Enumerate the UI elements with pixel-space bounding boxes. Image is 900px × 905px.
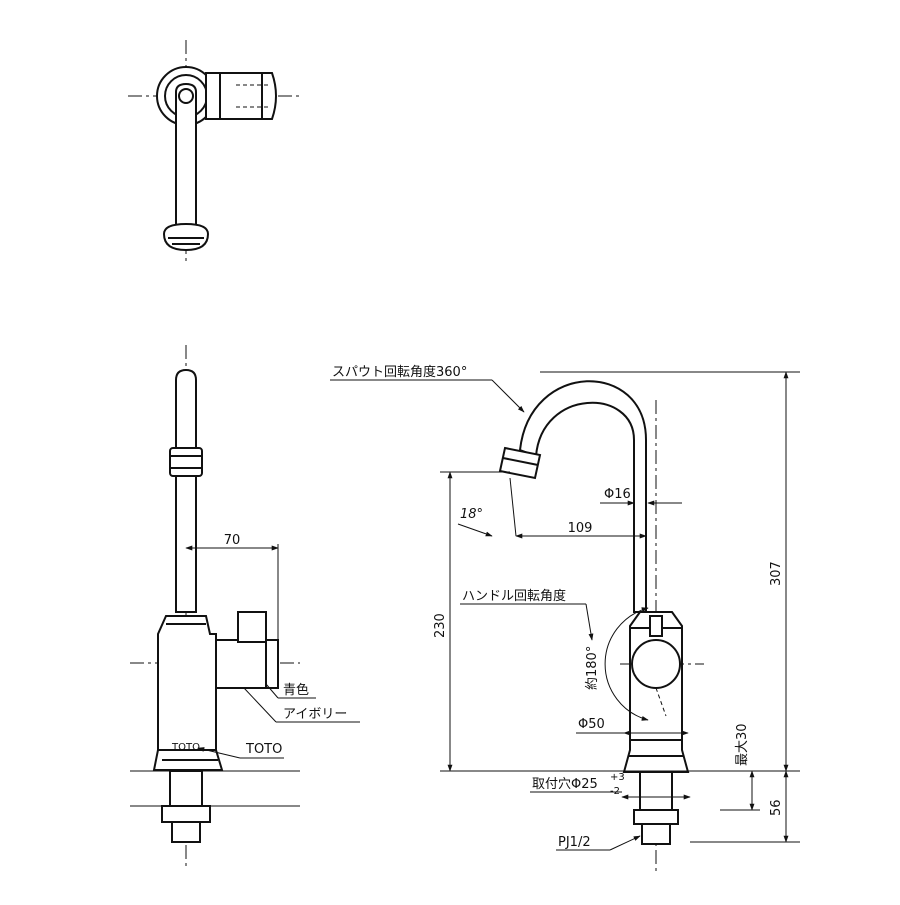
label-spout-rotation: スパウト回転角度360° — [332, 364, 467, 380]
front-view: スパウト回転角度360° 18° 109 Φ16 ハンドル回転角度 約180° … — [330, 364, 800, 872]
dim-max-30: 最大30 — [735, 723, 750, 766]
front-view-thread — [639, 771, 673, 811]
front-view-nut — [633, 809, 679, 825]
side-view: TOTO 70 青色 アイボリー TOTO — [130, 345, 360, 870]
dim-mount-tol-plus: +3 — [610, 772, 625, 783]
side-view-thread — [169, 770, 203, 808]
side-view-brand-mark: TOTO — [171, 742, 200, 753]
side-view-handle-lever — [237, 611, 267, 643]
side-view-handle — [215, 639, 279, 689]
dim-thread: PJ1/2 — [558, 835, 591, 850]
dim-base-diameter: Φ50 — [578, 717, 605, 732]
side-view-nut — [161, 805, 211, 823]
front-view-handle — [631, 639, 681, 689]
front-view-spout-tip — [498, 446, 542, 480]
dim-mount-hole: 取付穴Φ25 — [532, 777, 598, 792]
label-handle-rotation: ハンドル回転角度 — [462, 588, 566, 604]
side-view-spout-collar — [169, 447, 203, 477]
top-view-spout — [175, 82, 197, 227]
top-view — [128, 40, 300, 262]
dim-spout-diameter: Φ16 — [604, 487, 631, 502]
handle-rotation-arc — [604, 607, 649, 721]
dim-height-230: 230 — [433, 613, 448, 638]
dim-mount-tol-minus: -2 — [610, 786, 620, 797]
label-handle-angle: 約180° — [585, 646, 600, 690]
side-view-body — [152, 615, 224, 771]
front-view-handle-lever-top — [649, 615, 663, 637]
dim-depth-56: 56 — [769, 799, 784, 816]
callout-color-blue: 青色 — [283, 682, 309, 698]
side-view-pipe — [171, 821, 201, 843]
dim-reach: 109 — [568, 521, 593, 536]
callout-brand: TOTO — [245, 742, 282, 757]
callout-color-ivory: アイボリー — [283, 707, 347, 722]
dim-handle-offset: 70 — [224, 533, 241, 548]
front-view-pipe — [641, 823, 671, 845]
dim-height-307: 307 — [769, 561, 784, 586]
top-view-handle — [205, 72, 277, 120]
label-spout-angle: 18° — [460, 507, 483, 522]
side-view-spout — [175, 368, 197, 613]
